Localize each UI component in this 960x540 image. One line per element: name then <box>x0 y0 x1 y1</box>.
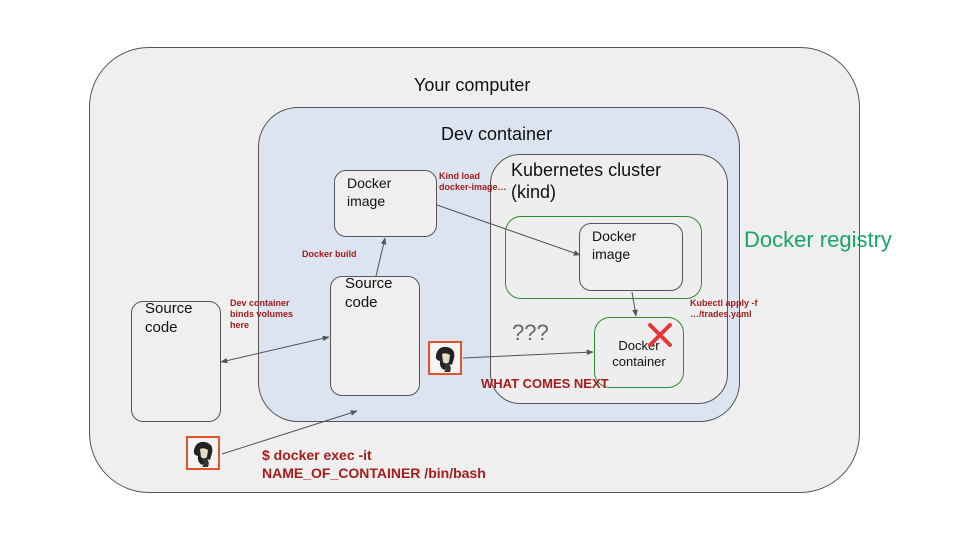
dev-container-label: Dev container <box>441 124 553 144</box>
docker-image-dev-label: Docker image <box>347 175 392 209</box>
source-code-host-label: Source code <box>145 300 193 336</box>
kubectl-apply-annotation: Kubectl apply -f …/trades.yaml <box>690 298 758 319</box>
source-code-dev-box <box>330 276 420 396</box>
person-avatar-icon <box>186 436 220 470</box>
docker-container-label: Docker container <box>612 338 666 369</box>
docker-build-annotation: Docker build <box>302 249 357 259</box>
person-avatar-icon <box>428 341 462 375</box>
exec-into-container-arrow <box>462 349 594 359</box>
what-comes-next-annotation: WHAT COMES NEXT <box>481 376 609 391</box>
binds-volumes-annotation: Dev container binds volumes here <box>230 298 294 330</box>
docker-build-arrow <box>375 237 387 277</box>
kubectl-apply-arrow <box>631 291 638 317</box>
your-computer-label: Your computer <box>414 75 531 95</box>
source-code-host-box <box>131 301 221 422</box>
exec-into-dev-container-arrow <box>221 410 358 455</box>
docker-image-k8s-label: Docker image <box>592 228 637 262</box>
kubernetes-cluster-label: Kubernetes cluster (kind) <box>511 160 662 202</box>
docker-image-dev-box <box>334 170 437 237</box>
source-code-dev-label: Source code <box>345 275 393 311</box>
docker-container-box <box>594 317 684 388</box>
unknown-step-label: ??? <box>512 320 549 345</box>
docker-registry-region <box>505 216 702 299</box>
red-x-icon <box>648 323 672 347</box>
kind-load-arrow <box>436 204 581 256</box>
bind-volume-arrow <box>220 335 330 364</box>
docker-exec-command: $ docker exec -it NAME_OF_CONTAINER /bin… <box>262 447 486 481</box>
kind-load-annotation: Kind load docker-image… <box>439 171 507 192</box>
docker-image-k8s-box <box>579 223 683 291</box>
docker-registry-label: Docker registry <box>744 227 892 252</box>
